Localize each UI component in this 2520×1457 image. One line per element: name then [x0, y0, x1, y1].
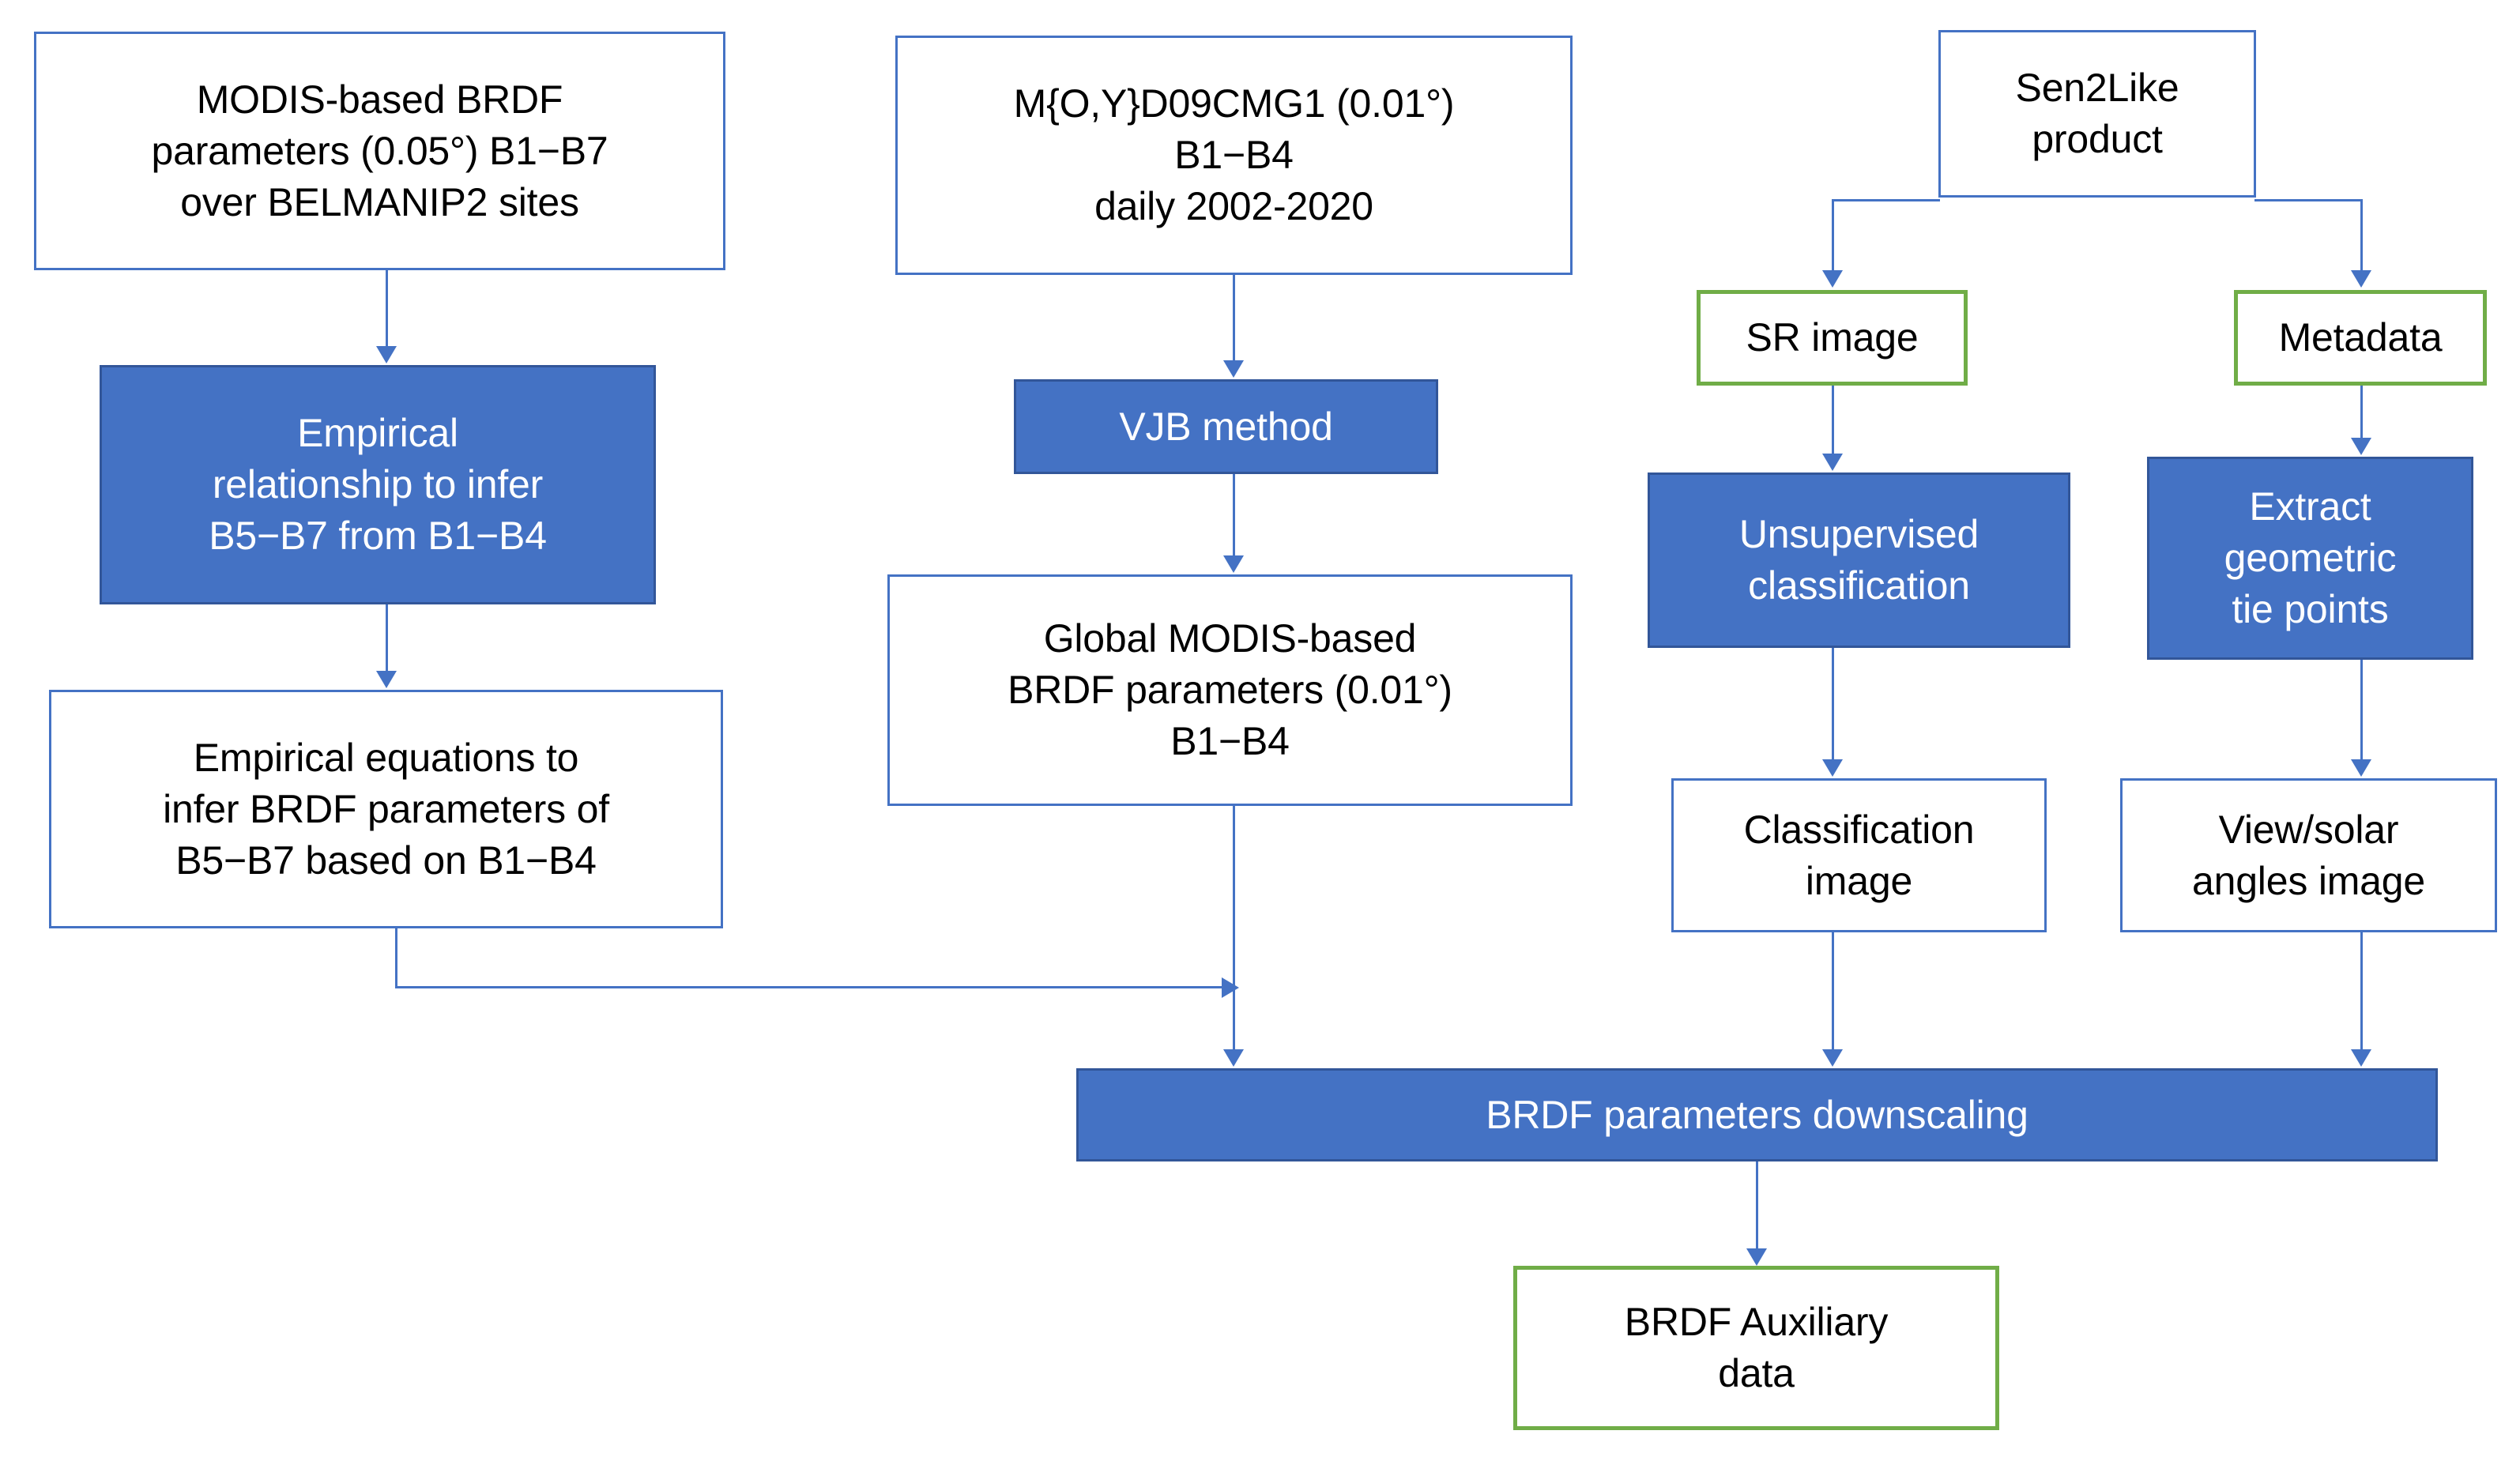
- connector-unsupervised-to-classimage-arrow: [1822, 759, 1843, 777]
- node-brdf-auxiliary-data: BRDF Auxiliary data: [1513, 1266, 1999, 1430]
- node-sen2like-product: Sen2Like product: [1938, 30, 2256, 198]
- node-metadata: Metadata: [2234, 290, 2487, 386]
- connector-extract-to-angles-arrow: [2351, 759, 2371, 777]
- node-sr-image: SR image: [1697, 290, 1968, 386]
- connector-sen2like-right-vertical: [2360, 199, 2363, 272]
- connector-equations-elbow-horizontal: [395, 986, 1225, 988]
- connector-mod09-to-vjb-arrow: [1223, 360, 1244, 378]
- connector-sr-to-classification-arrow: [1822, 454, 1843, 471]
- node-empirical-relationship: Empirical relationship to infer B5−B7 fr…: [100, 365, 656, 604]
- node-extract-geometric-tie-points: Extract geometric tie points: [2147, 457, 2473, 660]
- connector-sen2like-left-horizontal: [1832, 199, 1940, 201]
- connector-classimage-to-downscaling-line: [1832, 932, 1834, 1051]
- connector-empirical-to-equations-arrow: [376, 671, 397, 688]
- connector-modis-to-empirical-arrow: [376, 346, 397, 363]
- node-global-modis-brdf-parameters: Global MODIS-based BRDF parameters (0.01…: [887, 574, 1573, 806]
- node-empirical-equations: Empirical equations to infer BRDF parame…: [49, 690, 723, 928]
- connector-modis-to-empirical-line: [386, 270, 388, 348]
- node-modis-brdf-parameters: MODIS-based BRDF parameters (0.05°) B1−B…: [34, 32, 725, 270]
- node-vjb-method: VJB method: [1014, 379, 1438, 474]
- connector-vjb-to-global-line: [1233, 474, 1235, 557]
- connector-classimage-to-downscaling-arrow: [1822, 1049, 1843, 1067]
- connector-sen2like-to-metadata-arrow: [2351, 270, 2371, 288]
- node-mod09cmg1: M{O,Y}D09CMG1 (0.01°) B1−B4 daily 2002-2…: [895, 36, 1573, 275]
- connector-sen2like-to-sr-arrow: [1822, 270, 1843, 288]
- connector-angles-to-downscaling-line: [2360, 932, 2363, 1051]
- node-unsupervised-classification: Unsupervised classification: [1648, 472, 2070, 648]
- connector-sr-to-classification-line: [1832, 386, 1834, 455]
- connector-downscaling-to-aux-line: [1756, 1161, 1758, 1250]
- connector-vjb-to-global-arrow: [1223, 555, 1244, 573]
- connector-empirical-to-equations-line: [386, 604, 388, 672]
- connector-equations-elbow-vertical: [395, 928, 397, 988]
- connector-metadata-to-extract-line: [2360, 386, 2363, 439]
- connector-global-to-downscaling-arrow: [1223, 1049, 1244, 1067]
- connector-angles-to-downscaling-arrow: [2351, 1049, 2371, 1067]
- connector-downscaling-to-aux-arrow: [1746, 1248, 1767, 1266]
- node-view-solar-angles-image: View/solar angles image: [2120, 778, 2497, 932]
- connector-global-to-downscaling-line: [1233, 806, 1235, 1051]
- connector-metadata-to-extract-arrow: [2351, 438, 2371, 455]
- connector-sen2like-left-vertical: [1832, 199, 1834, 272]
- connector-equations-elbow-arrow: [1222, 977, 1239, 998]
- connector-unsupervised-to-classimage-line: [1832, 648, 1834, 761]
- connector-sen2like-right-horizontal: [2254, 199, 2363, 201]
- connector-mod09-to-vjb-line: [1233, 275, 1235, 362]
- node-brdf-parameters-downscaling: BRDF parameters downscaling: [1076, 1068, 2438, 1161]
- connector-extract-to-angles-line: [2360, 660, 2363, 761]
- node-classification-image: Classification image: [1671, 778, 2047, 932]
